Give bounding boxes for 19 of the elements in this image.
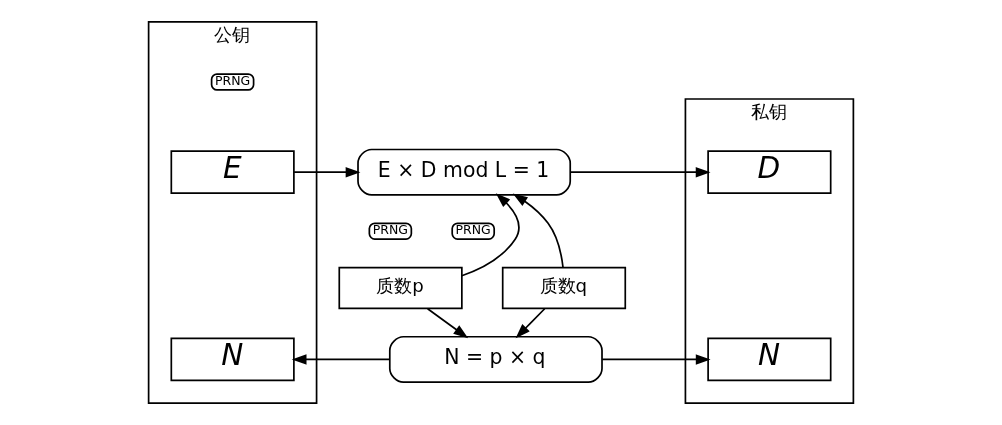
node-box: PRNG [210, 73, 255, 91]
node-box: E [170, 150, 295, 195]
arrow [601, 354, 711, 365]
node-box: N = p × q [388, 335, 603, 384]
arrow [512, 193, 564, 269]
node-box: N [170, 337, 295, 382]
node-box: N [707, 337, 832, 382]
arrow [569, 167, 711, 178]
arrow [461, 193, 520, 277]
node-box: 质数p [338, 266, 463, 310]
node-box: E × D mod L = 1 [357, 148, 572, 196]
node-box: PRNG [451, 222, 496, 240]
node-box: D [707, 150, 832, 195]
arrow [293, 167, 361, 178]
arrow [426, 307, 469, 339]
node-box: PRNG [368, 222, 413, 240]
arrow [515, 307, 546, 339]
arrow [291, 354, 391, 365]
node-box: 质数q [501, 266, 627, 310]
